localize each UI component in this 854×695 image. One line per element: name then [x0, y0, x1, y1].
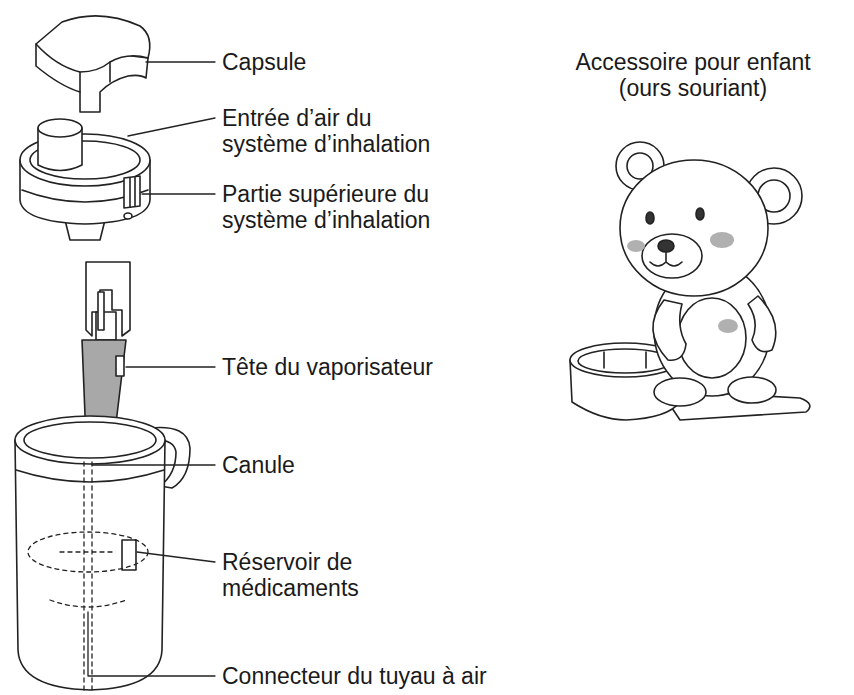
leader-line [137, 552, 215, 562]
bear-belly [678, 298, 746, 378]
leader-line [126, 366, 215, 367]
leader-line [146, 61, 215, 62]
part-label: Connecteur du tuyau à air [222, 663, 487, 689]
part-label: Canule [222, 452, 295, 478]
capsule-edge [80, 62, 110, 92]
bear-head [620, 160, 768, 296]
leader-line [92, 464, 215, 465]
bear-cheek [627, 240, 645, 252]
bear-patch [718, 319, 738, 333]
bear-eye [646, 212, 654, 224]
inhalation-hole [124, 213, 132, 219]
bear-nose [658, 240, 674, 252]
reservoir-band [16, 470, 164, 482]
bear-foot [654, 378, 706, 406]
bear-foot [728, 377, 776, 403]
bear-accessory-drawing [570, 142, 810, 420]
reservoir-window [122, 540, 136, 570]
leader-line [88, 612, 215, 676]
air-inlet-top [38, 119, 82, 137]
cannula-bottom [50, 600, 126, 607]
bear-cup-notch [604, 352, 646, 368]
part-label: Capsule [222, 49, 306, 75]
inhalation-clip [124, 176, 140, 208]
accessory-title: Accessoire pour enfant (ours souriant) [561, 49, 825, 101]
inhalation-top-drawing [20, 119, 150, 240]
part-label: Tête du vaporisateur [222, 354, 433, 380]
part-label: Entrée d’air du système d’inhalation [222, 105, 454, 157]
bear-eye [696, 208, 704, 220]
spray-head-tip [98, 292, 104, 330]
capsule-drawing [36, 16, 150, 112]
reservoir-drawing [15, 416, 190, 690]
bear-cheek [710, 232, 734, 248]
bear-arm [748, 296, 776, 352]
leader-line [128, 118, 215, 136]
reservoir-body [15, 440, 165, 690]
part-label: Partie supérieure du système d’inhalatio… [222, 181, 454, 233]
part-label: Réservoir de médicaments [222, 549, 454, 601]
bear-muzzle [642, 234, 702, 278]
bear-arm [653, 300, 686, 360]
reservoir-rim [15, 416, 165, 464]
leader-line [142, 193, 215, 194]
inhalation-clip-line [130, 177, 135, 207]
spray-head-tab [116, 356, 124, 376]
leader-lines [88, 62, 215, 676]
capsule-top [36, 16, 150, 72]
reservoir-inner-rim [24, 422, 156, 458]
bear-mouth [650, 252, 682, 266]
